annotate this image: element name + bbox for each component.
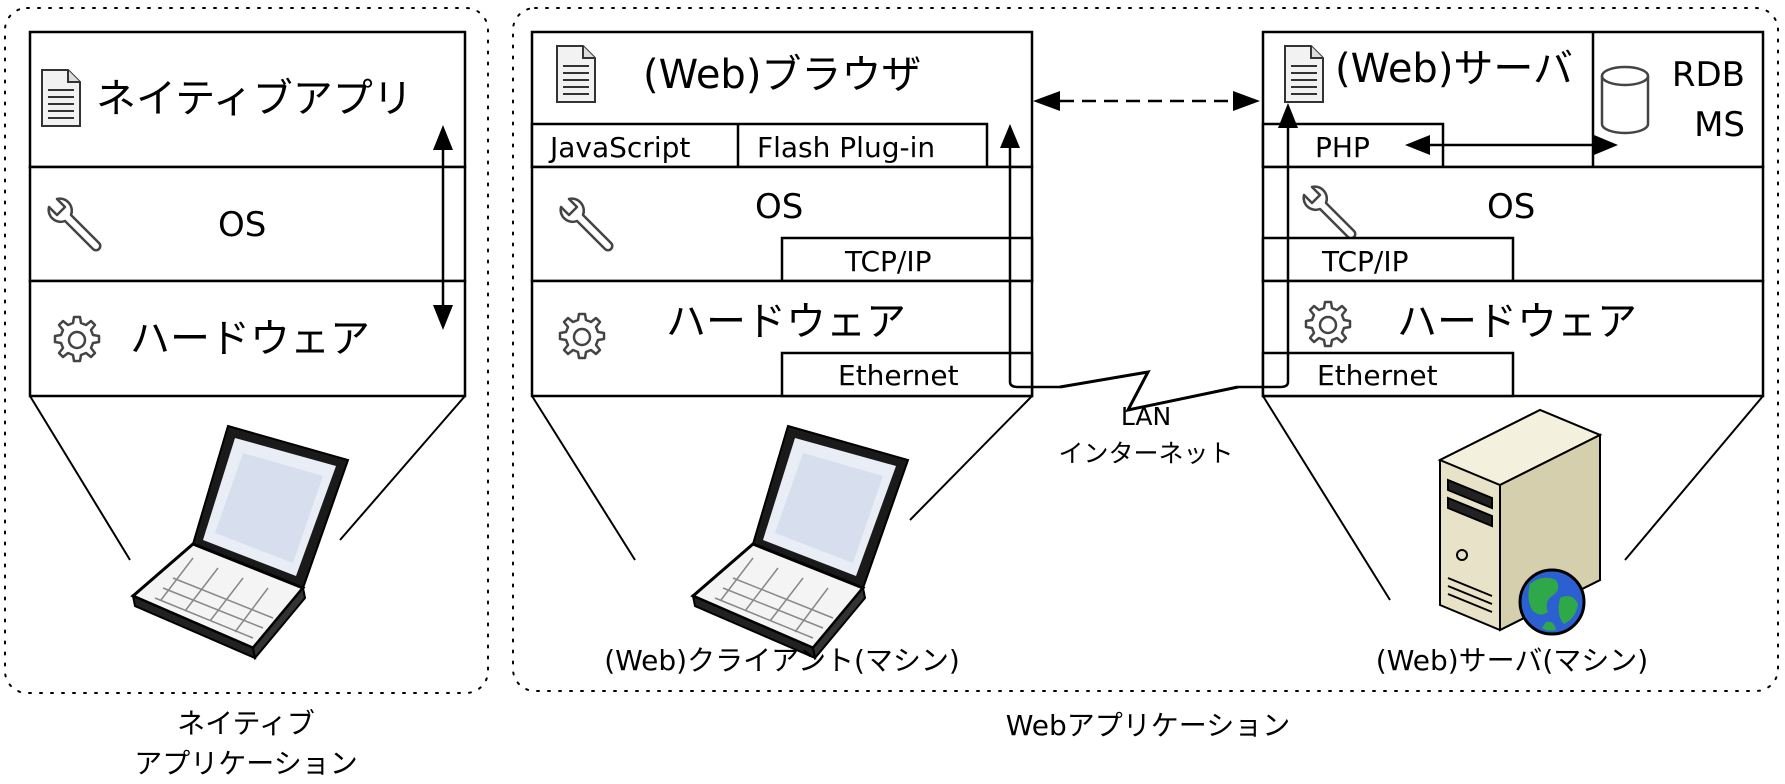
document-icon: [41, 69, 81, 127]
native-hw-label: ハードウェア: [130, 316, 370, 362]
server-tcpip-box: [1261, 236, 1515, 283]
native-caption-line1: ネイティブ: [177, 707, 315, 740]
server-php-label: PHP: [1315, 131, 1370, 164]
native-section: ネイティブアプリ OS ハードウェア ネイティブ アプリケーション: [4, 7, 489, 780]
http-dashed-arrow: [1033, 91, 1260, 111]
server-caption: (Web)サーバ(マシン): [1376, 644, 1648, 677]
server-rdbms-line2: MS: [1694, 105, 1745, 145]
client-tcpip-box: [780, 236, 1034, 283]
server-tcpip-label: TCP/IP: [1321, 245, 1408, 278]
laptop-icon: [131, 424, 350, 660]
network-label-line2: インターネット: [1058, 439, 1233, 468]
client-ethernet-label: Ethernet: [838, 359, 959, 392]
server-hw-label: ハードウェア: [1397, 299, 1637, 345]
native-app-label: ネイティブアプリ: [96, 76, 413, 122]
native-os-label: OS: [218, 205, 266, 245]
client-js-label: JavaScript: [548, 131, 690, 164]
native-projection-lines: [29, 395, 466, 561]
native-double-arrow: [433, 125, 453, 330]
document-icon: [1284, 45, 1324, 103]
client-section: (Web)ブラウザ JavaScript Flash Plug-in OS TC…: [530, 30, 1034, 677]
client-tcpip-label: TCP/IP: [844, 245, 931, 278]
php-db-arrow: [1405, 135, 1618, 155]
server-section: (Web)サーバ PHP RDB MS OS TCP/IP ハードウェア Eth…: [1261, 30, 1765, 677]
client-os-label: OS: [755, 187, 803, 227]
native-dotted-frame: [4, 7, 489, 694]
client-flash-label: Flash Plug-in: [757, 131, 935, 164]
web-caption: Webアプリケーション: [1006, 709, 1291, 742]
network-label-line1: LAN: [1121, 402, 1171, 431]
native-hw-box: [28, 279, 467, 398]
native-app-box: [28, 30, 467, 169]
globe-icon: [1518, 568, 1586, 636]
server-data-path: [1238, 103, 1298, 389]
client-data-path: [1000, 124, 1060, 389]
client-hw-label: ハードウェア: [666, 299, 906, 345]
server-ethernet-box: [1261, 351, 1515, 398]
server-projection-lines: [1262, 395, 1764, 601]
client-plugin-row: [530, 122, 989, 169]
server-ethernet-label: Ethernet: [1317, 359, 1438, 392]
client-projection-lines: [531, 395, 1033, 561]
document-icon: [556, 45, 596, 103]
client-ethernet-box: [780, 351, 1034, 398]
server-rdbms-line1: RDB: [1672, 55, 1745, 95]
client-browser-label: (Web)ブラウザ: [643, 52, 921, 98]
client-caption: (Web)クライアント(マシン): [604, 644, 960, 677]
server-label: (Web)サーバ: [1335, 46, 1573, 92]
native-os-box: [28, 165, 467, 283]
web-dotted-frame: [512, 7, 1779, 692]
laptop-icon: [691, 424, 910, 660]
server-os-label: OS: [1487, 187, 1535, 227]
database-icon: [1600, 65, 1650, 135]
native-caption-line2: アプリケーション: [134, 747, 357, 780]
